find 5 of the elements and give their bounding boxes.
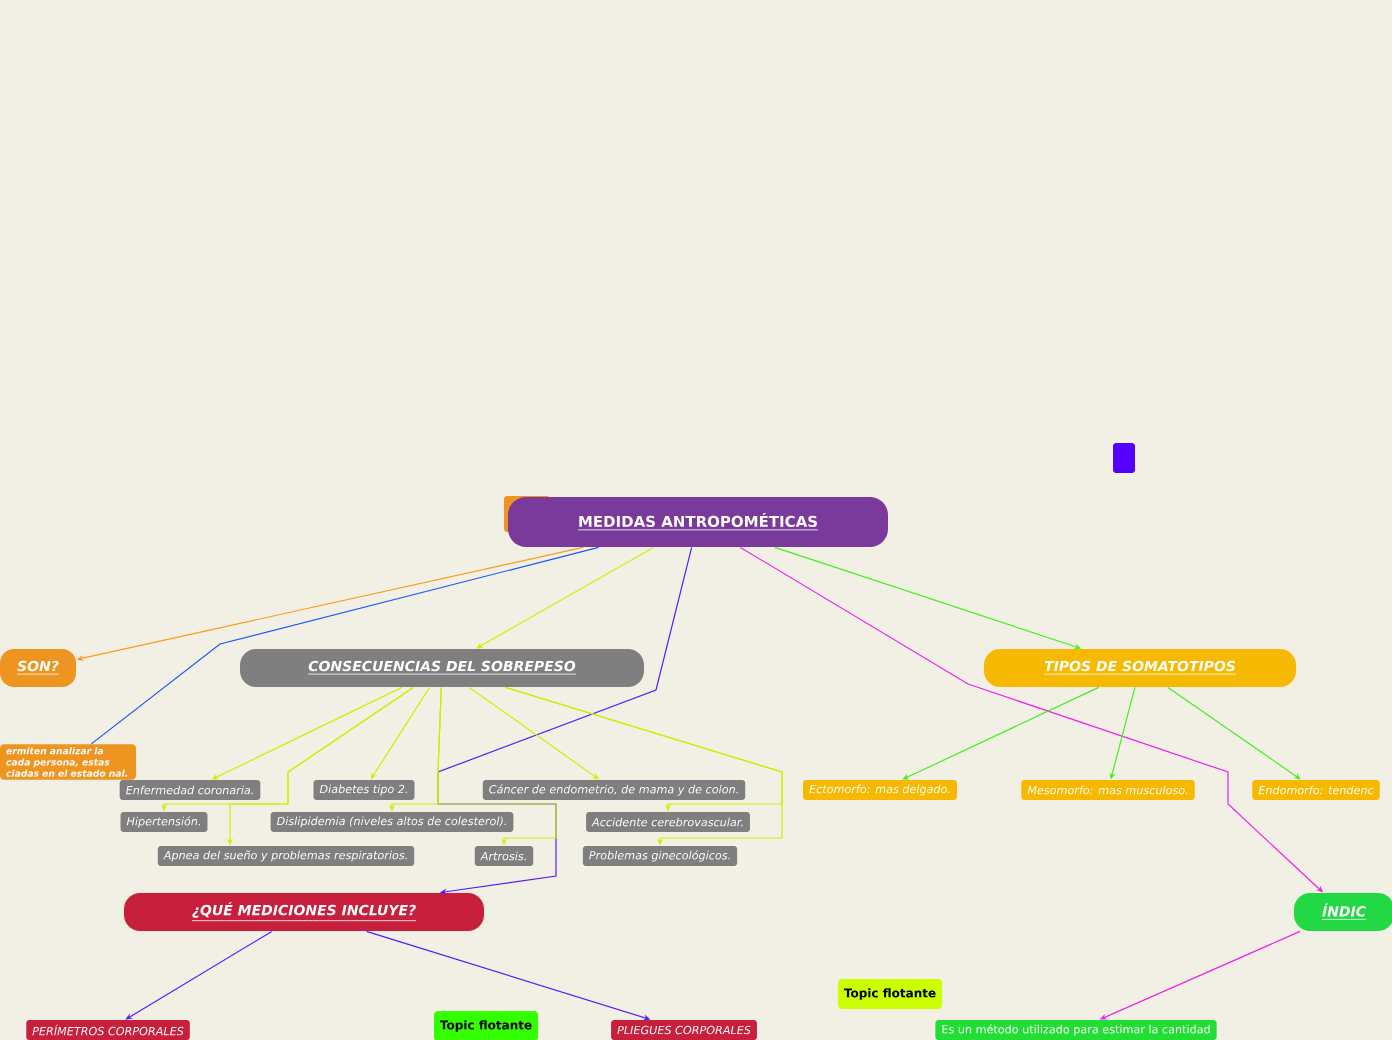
arrow <box>476 546 655 649</box>
empty-box <box>1113 443 1135 473</box>
arrow <box>1167 686 1301 780</box>
arrow <box>125 930 273 1020</box>
arrow <box>902 686 1100 780</box>
